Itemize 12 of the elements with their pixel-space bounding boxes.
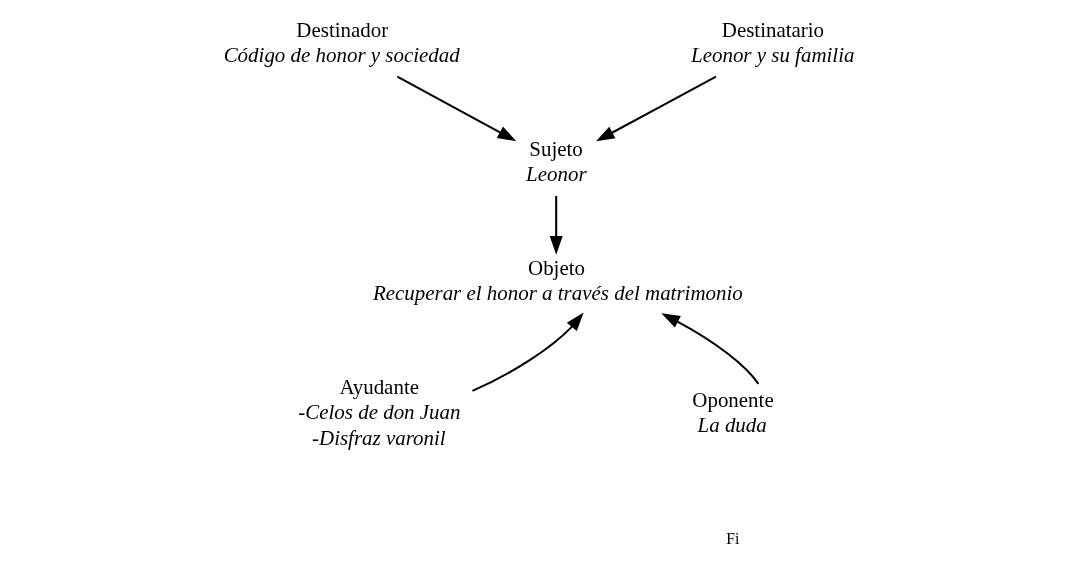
arrow xyxy=(661,313,760,385)
node-text: Objeto Recuperar el honor a través del matrimonio xyxy=(372,256,743,306)
node-text: Destinador Código de honor y sociedad xyxy=(223,17,460,67)
arrow xyxy=(596,75,717,142)
arrow xyxy=(396,75,517,142)
node-text: Destinatario Leonor y su familia xyxy=(691,17,855,67)
node-text: Oponente La duda xyxy=(692,388,774,438)
arrow xyxy=(549,196,563,255)
node-text: Sujeto Leonor xyxy=(526,137,587,186)
label: Fi xyxy=(726,529,740,547)
node-text: Ayudante -Celos de don Juan -Disfraz varonil xyxy=(298,375,461,451)
arrow xyxy=(472,312,584,392)
